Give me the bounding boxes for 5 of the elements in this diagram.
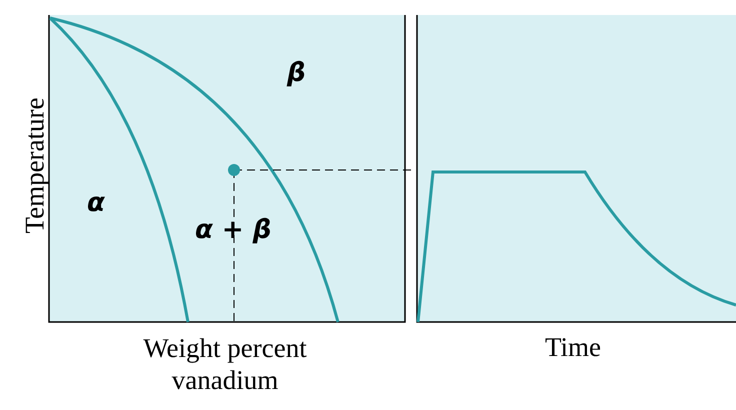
axis-title: Weight percent vanadium: [142, 332, 308, 396]
phase-label: β: [287, 58, 306, 88]
axis-title: Time: [545, 332, 602, 363]
phase-label: α: [87, 188, 105, 218]
axis-title: Temperature: [20, 96, 50, 236]
